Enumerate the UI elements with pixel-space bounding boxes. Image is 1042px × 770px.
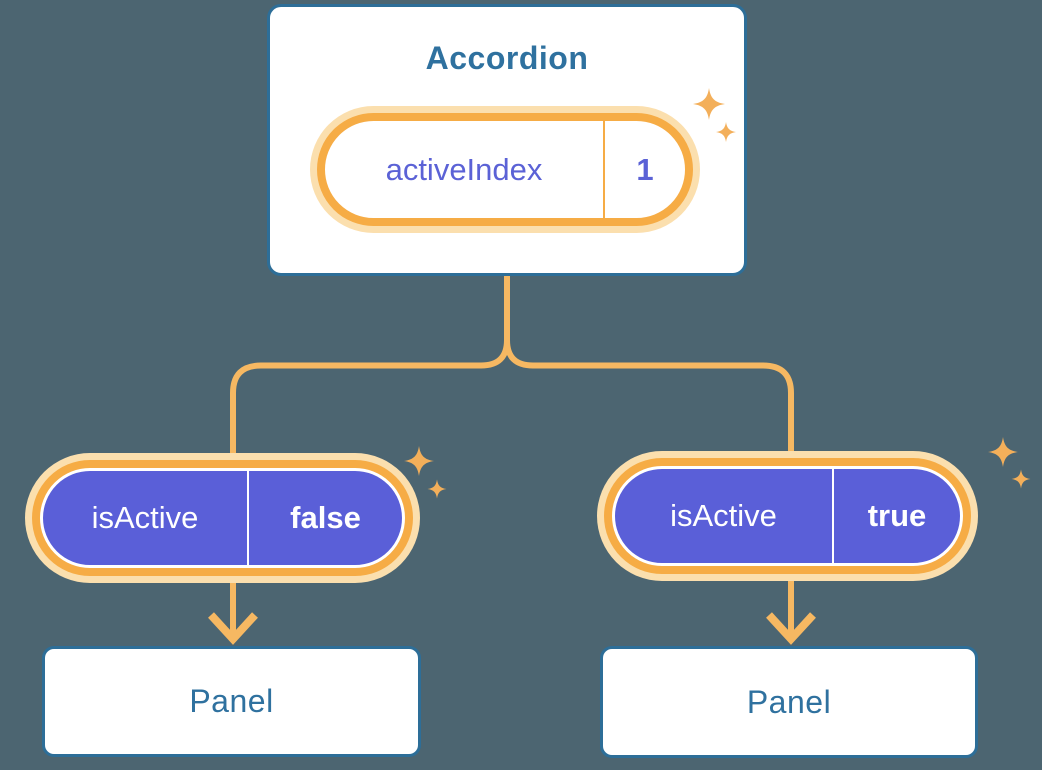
prop-pill-value: true xyxy=(832,469,960,563)
prop-pill-label: isActive xyxy=(91,500,199,535)
panel-node-right: Panel xyxy=(600,646,978,758)
prop-pill-label: isActive xyxy=(670,498,777,533)
arrow-down-icon xyxy=(208,612,258,645)
state-pill-activeindex: activeIndex 1 xyxy=(317,113,693,226)
connector-left xyxy=(230,275,510,640)
panel-title: Panel xyxy=(746,683,832,720)
arrow-down-icon xyxy=(766,612,816,645)
state-pill-value: 1 xyxy=(603,121,685,218)
accordion-node: Accordion activeIndex 1 xyxy=(267,4,747,276)
prop-pill-isactive-true: isActive true xyxy=(612,466,963,566)
panel-node-left: Panel xyxy=(42,646,421,757)
sparkle-icon xyxy=(404,446,447,499)
sparkle-icon xyxy=(988,437,1031,489)
connector-right xyxy=(504,275,794,640)
panel-title: Panel xyxy=(189,683,274,719)
prop-pill-isactive-false: isActive false xyxy=(40,468,405,568)
prop-pill-value: false xyxy=(247,471,402,565)
state-pill-label: activeIndex xyxy=(385,151,543,187)
accordion-title: Accordion xyxy=(425,40,589,76)
